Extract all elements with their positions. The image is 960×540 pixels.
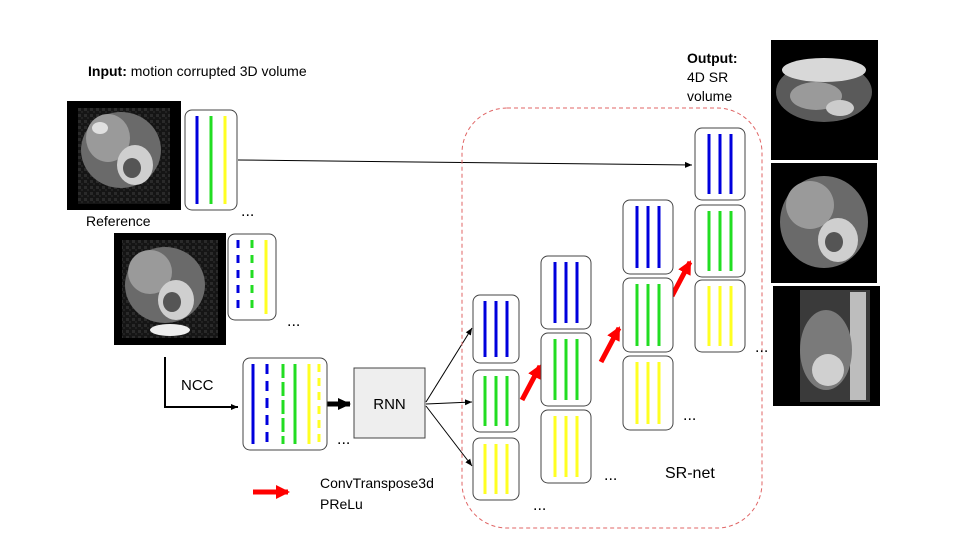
rnn-to-green-arrow <box>425 399 473 406</box>
level3-green <box>622 277 674 353</box>
output-mri-image-sagittal <box>771 163 877 283</box>
level2-green <box>540 332 592 407</box>
ellipsis-level-3: ... <box>683 407 696 424</box>
input-mri-image <box>114 233 226 345</box>
reference-stack <box>184 109 238 211</box>
output-green <box>694 204 746 278</box>
output-title: Output: <box>687 50 738 66</box>
rnn-block <box>353 367 426 439</box>
level3-yellow <box>622 355 674 431</box>
level2-blue <box>540 255 592 330</box>
output-blue <box>694 127 746 201</box>
rnn-to-blue-arrow <box>425 327 473 403</box>
legend-label-convtranspose: ConvTranspose3d <box>320 475 434 491</box>
input-title-bold: Input: <box>88 63 127 79</box>
output-yellow <box>694 279 746 353</box>
ellipsis-reference: ... <box>241 203 254 220</box>
sr-net-region <box>461 107 763 529</box>
input-stack <box>227 233 277 321</box>
reference-mri-image <box>67 101 181 210</box>
upsample-arrow-1 <box>519 364 543 402</box>
output-mri-image-coronal <box>773 286 880 406</box>
ellipsis-level-2: ... <box>604 467 617 484</box>
ellipsis-input: ... <box>287 313 300 330</box>
level2-yellow <box>540 409 592 484</box>
ellipsis-ncc: ... <box>337 431 350 448</box>
rnn-label: RNN <box>373 396 406 413</box>
rnn-to-yellow-arrow <box>425 405 473 467</box>
ncc-arrow <box>164 357 238 410</box>
level1-green <box>472 369 520 433</box>
input-title: Input: motion corrupted 3D volume <box>88 63 307 79</box>
ncc-label: NCC <box>181 377 214 394</box>
output-subtitle-2: volume <box>687 88 732 104</box>
ncc-stack <box>242 357 328 451</box>
upsample-arrow-3 <box>669 260 693 298</box>
output-mri-image-axial <box>771 40 878 160</box>
level1-blue <box>472 294 520 364</box>
sr-net-label: SR-net <box>665 465 715 482</box>
level1-yellow <box>472 437 520 501</box>
reference-label: Reference <box>86 213 151 229</box>
ellipsis-output: ... <box>755 339 768 356</box>
feature-stacks <box>184 109 746 501</box>
ellipsis-level-1: ... <box>533 497 546 514</box>
level3-blue <box>622 199 674 275</box>
input-title-rest: motion corrupted 3D volume <box>127 63 307 79</box>
legend-label-prelu: PReLu <box>320 496 363 512</box>
skip-connection-arrow <box>237 159 693 168</box>
output-subtitle-1: 4D SR <box>687 69 728 85</box>
upsample-arrow-2 <box>598 326 622 364</box>
